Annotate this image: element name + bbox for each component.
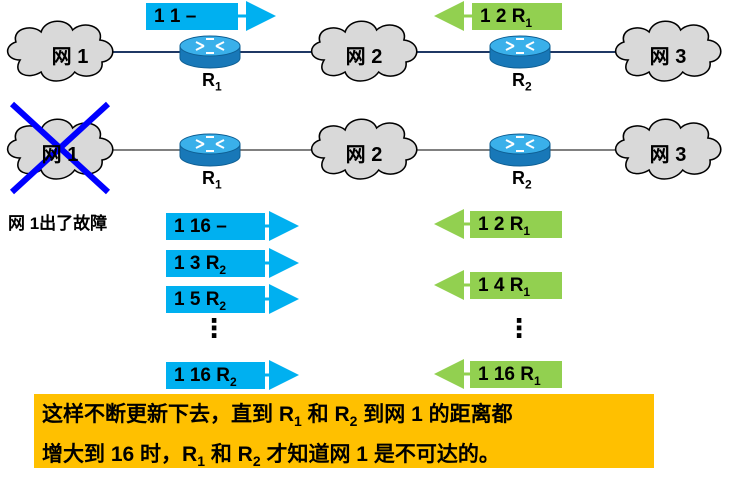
- net2-label-bottom: 网 2: [345, 144, 383, 166]
- fault-cross-icon-2: [9, 101, 111, 195]
- blue-ellipsis: ⋮: [201, 313, 227, 343]
- router-r1-label-top: R1: [202, 70, 222, 94]
- conclusion-line-2: 增大到 16 时，R1 和 R2 才知道网 1 是不可达的。: [42, 443, 500, 470]
- router-r2-top-icon: [489, 35, 551, 69]
- router-r2-label-top: R2: [512, 70, 532, 94]
- router-r2-bottom-icon: [489, 133, 551, 167]
- top-green-message-text: 1 2 R: [480, 6, 526, 27]
- top-blue-message-text: 1 1 –: [154, 6, 197, 27]
- net2-label-top: 网 2: [345, 46, 383, 68]
- fault-note: 网 1出了故障: [8, 214, 108, 233]
- conclusion-line-1: 这样不断更新下去，直到 R1 和 R2 到网 1 的距离都: [42, 403, 513, 430]
- router-r2-label-bottom: R2: [512, 168, 532, 192]
- net1-label-bottom: 网 1: [41, 144, 79, 166]
- router-r1-bottom-icon: [179, 133, 241, 167]
- net1-label-top: 网 1: [51, 46, 89, 68]
- net3-label-top: 网 3: [649, 46, 687, 68]
- router-r1-top-icon: [179, 35, 241, 69]
- net3-label-bottom: 网 3: [649, 144, 687, 166]
- conclusion-box: 这样不断更新下去，直到 R1 和 R2 到网 1 的距离都 增大到 16 时，R…: [34, 394, 654, 469]
- router-r1-label-bottom: R1: [202, 168, 222, 192]
- green-ellipsis: ⋮: [506, 313, 532, 343]
